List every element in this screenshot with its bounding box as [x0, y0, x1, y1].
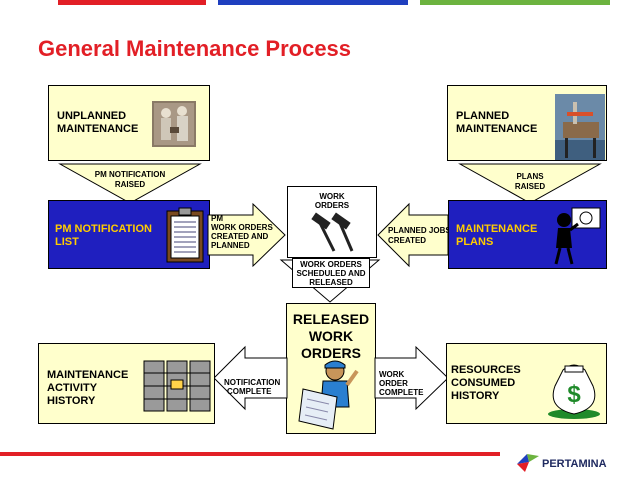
pm-work-orders-label-1: PM	[211, 214, 223, 223]
planned-label-2: MAINTENANCE	[456, 123, 538, 135]
work-order-complete-arrow	[374, 345, 449, 411]
plans-raised-label-2: RAISED	[514, 182, 546, 191]
top-bar-blue	[218, 0, 408, 5]
pm-list-label-1: PM NOTIFICATION	[55, 223, 152, 235]
work-order-complete-label-3: COMPLETE	[379, 388, 424, 397]
workers-photo-icon	[152, 101, 196, 147]
clipboard-icon	[166, 207, 204, 263]
plans-raised-arrow	[458, 163, 602, 204]
resources-label-3: HISTORY	[451, 390, 500, 402]
scheduled-label-1: WORK ORDERS	[300, 260, 362, 269]
history-label-1: MAINTENANCE	[47, 369, 129, 381]
unplanned-maintenance-box: UNPLANNED MAINTENANCE	[48, 85, 210, 161]
pm-notification-raised-label-1: PM NOTIFICATION	[94, 170, 166, 179]
history-label-3: HISTORY	[47, 395, 96, 407]
unplanned-label-2: MAINTENANCE	[57, 123, 139, 135]
planned-jobs-label-1: PLANNED JOBS	[388, 226, 451, 235]
filing-cabinet-icon	[143, 360, 211, 412]
resources-consumed-history-box: RESOURCES CONSUMED HISTORY $	[446, 343, 607, 424]
scheduled-label-3: RELEASED	[309, 278, 353, 287]
maintenance-activity-history-box: MAINTENANCE ACTIVITY HISTORY	[38, 343, 215, 424]
pm-notification-raised-label-2: RAISED	[114, 180, 146, 189]
logo-text: PERTAMINA	[542, 458, 607, 470]
unplanned-label-1: UNPLANNED	[57, 110, 127, 122]
pm-list-label-2: LIST	[55, 236, 79, 248]
released-label-1: RELEASED	[292, 311, 370, 327]
notification-complete-label-2: COMPLETE	[227, 387, 272, 396]
pm-work-orders-label-4: PLANNED	[211, 241, 250, 250]
pm-work-orders-arrow	[207, 202, 286, 268]
planner-figure-icon	[554, 207, 601, 265]
scheduled-box: WORK ORDERS SCHEDULED AND RELEASED	[292, 258, 370, 288]
maint-plans-label-2: PLANS	[456, 236, 494, 248]
hammers-icon	[311, 212, 354, 252]
notification-complete-arrow	[213, 345, 288, 411]
released-label-3: ORDERS	[301, 345, 361, 361]
resources-label-1: RESOURCES	[451, 364, 521, 376]
top-bar-green	[420, 0, 610, 5]
work-orders-label-1: WORK	[319, 192, 345, 201]
work-orders-label-2: ORDERS	[314, 201, 350, 210]
money-bag-icon: $	[548, 364, 600, 419]
page-title: General Maintenance Process	[38, 36, 352, 61]
notification-complete-label-1: NOTIFICATION	[224, 378, 281, 387]
work-orders-box: WORK ORDERS	[287, 186, 377, 258]
planned-jobs-arrow	[377, 202, 449, 268]
planned-jobs-label-2: CREATED	[388, 236, 427, 245]
plans-raised-label-1: PLANS	[516, 172, 544, 181]
released-work-orders-box: RELEASED WORK ORDERS	[286, 303, 376, 434]
resources-label-2: CONSUMED	[451, 377, 516, 389]
work-order-complete-label-1: WORK	[379, 370, 405, 379]
scheduled-label-2: SCHEDULED AND	[296, 269, 366, 278]
pm-notification-raised-arrow	[58, 163, 202, 204]
bottom-red-bar	[0, 452, 500, 456]
svg-text:$: $	[567, 381, 581, 408]
work-order-complete-label-2: ORDER	[379, 379, 408, 388]
offshore-platform-icon	[555, 94, 605, 160]
worker-reading-plan-icon	[298, 360, 359, 430]
maint-plans-label-1: MAINTENANCE	[456, 223, 538, 235]
pertamina-logo-icon	[517, 454, 539, 472]
planned-label-1: PLANNED	[456, 110, 510, 122]
top-bar-red	[58, 0, 206, 5]
pm-work-orders-label-3: CREATED AND	[211, 232, 269, 241]
history-label-2: ACTIVITY	[47, 382, 98, 394]
pm-work-orders-label-2: WORK ORDERS	[211, 223, 273, 232]
released-label-2: WORK	[308, 328, 354, 344]
